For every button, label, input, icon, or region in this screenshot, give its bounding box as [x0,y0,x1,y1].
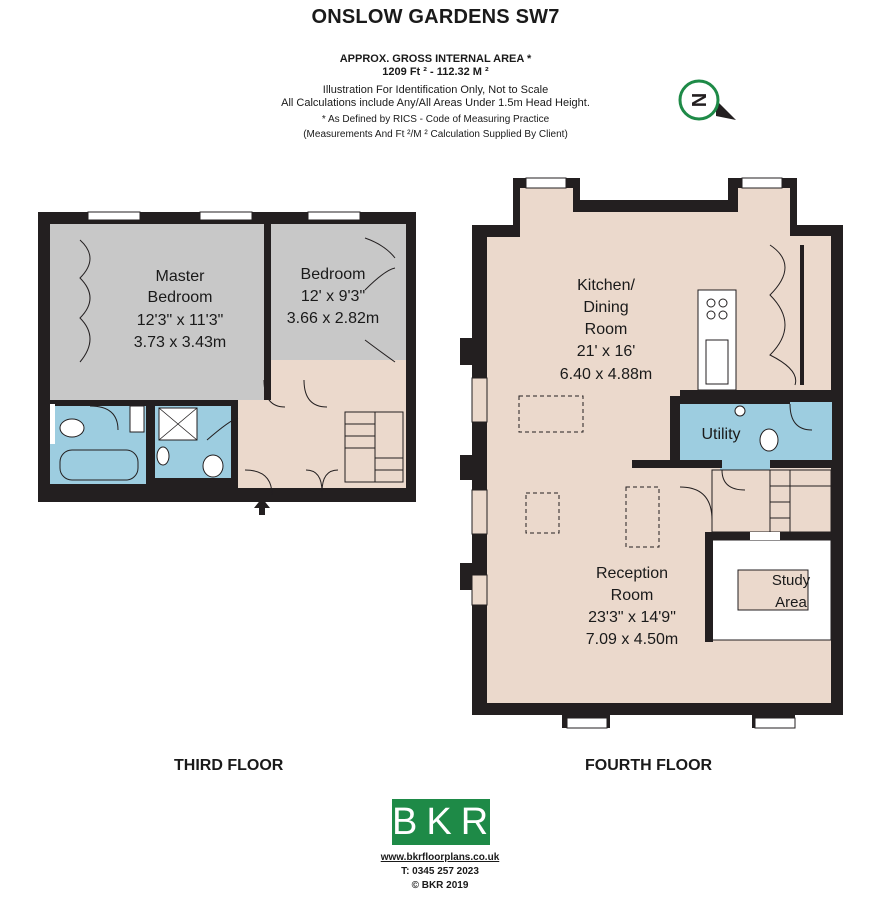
master-bedroom-name1: Master [156,268,206,285]
bedroom-metric: 3.66 x 2.82m [287,310,380,327]
north-compass-icon: N [678,79,736,121]
kitchen-name2: Dining [583,299,628,316]
master-bedroom-imperial: 12'3" x 11'3" [137,312,224,329]
study-name2: Area [775,594,807,611]
third-floor-plan [38,211,416,515]
bkr-logo: BKR [392,799,498,845]
note-illustration: Illustration For Identification Only, No… [322,84,549,96]
master-bedroom-name2: Bedroom [148,289,213,306]
note-measurements: (Measurements And Ft ²/M ² Calculation S… [303,129,568,140]
kitchen-name1: Kitchen/ [577,277,635,294]
compass-letter: N [689,93,711,107]
phone-number: T: 0345 257 2023 [401,866,479,877]
fourth-floor-label: FOURTH FLOOR [585,757,713,774]
bedroom-imperial: 12' x 9'3" [301,288,365,305]
utility-name: Utility [701,426,740,443]
kitchen-metric: 6.40 x 4.88m [560,366,653,383]
bedroom-name: Bedroom [301,266,366,283]
area-value: 1209 Ft ² - 112.32 M ² [382,66,489,78]
fourth-floor-plan [460,177,843,729]
website-link[interactable]: www.bkrfloorplans.co.uk [380,852,500,863]
kitchen-imperial: 21' x 16' [577,343,636,360]
third-floor-label: THIRD FLOOR [174,757,284,774]
copyright: © BKR 2019 [411,880,469,891]
reception-imperial: 23'3" x 14'9" [588,609,676,626]
reception-name1: Reception [596,565,668,582]
study-name1: Study [772,572,811,589]
utility-floor [680,402,832,460]
kitchen-name3: Room [585,321,628,338]
note-calculations: All Calculations include Any/All Areas U… [281,97,590,109]
area-heading: APPROX. GROSS INTERNAL AREA * [339,53,532,65]
page-title: ONSLOW GARDENS SW7 [311,6,560,28]
landing-floor [238,400,406,488]
note-rics: * As Defined by RICS - Code of Measuring… [321,114,550,125]
reception-name2: Room [611,587,654,604]
reception-metric: 7.09 x 4.50m [586,631,679,648]
master-bedroom-metric: 3.73 x 3.43m [134,334,227,351]
